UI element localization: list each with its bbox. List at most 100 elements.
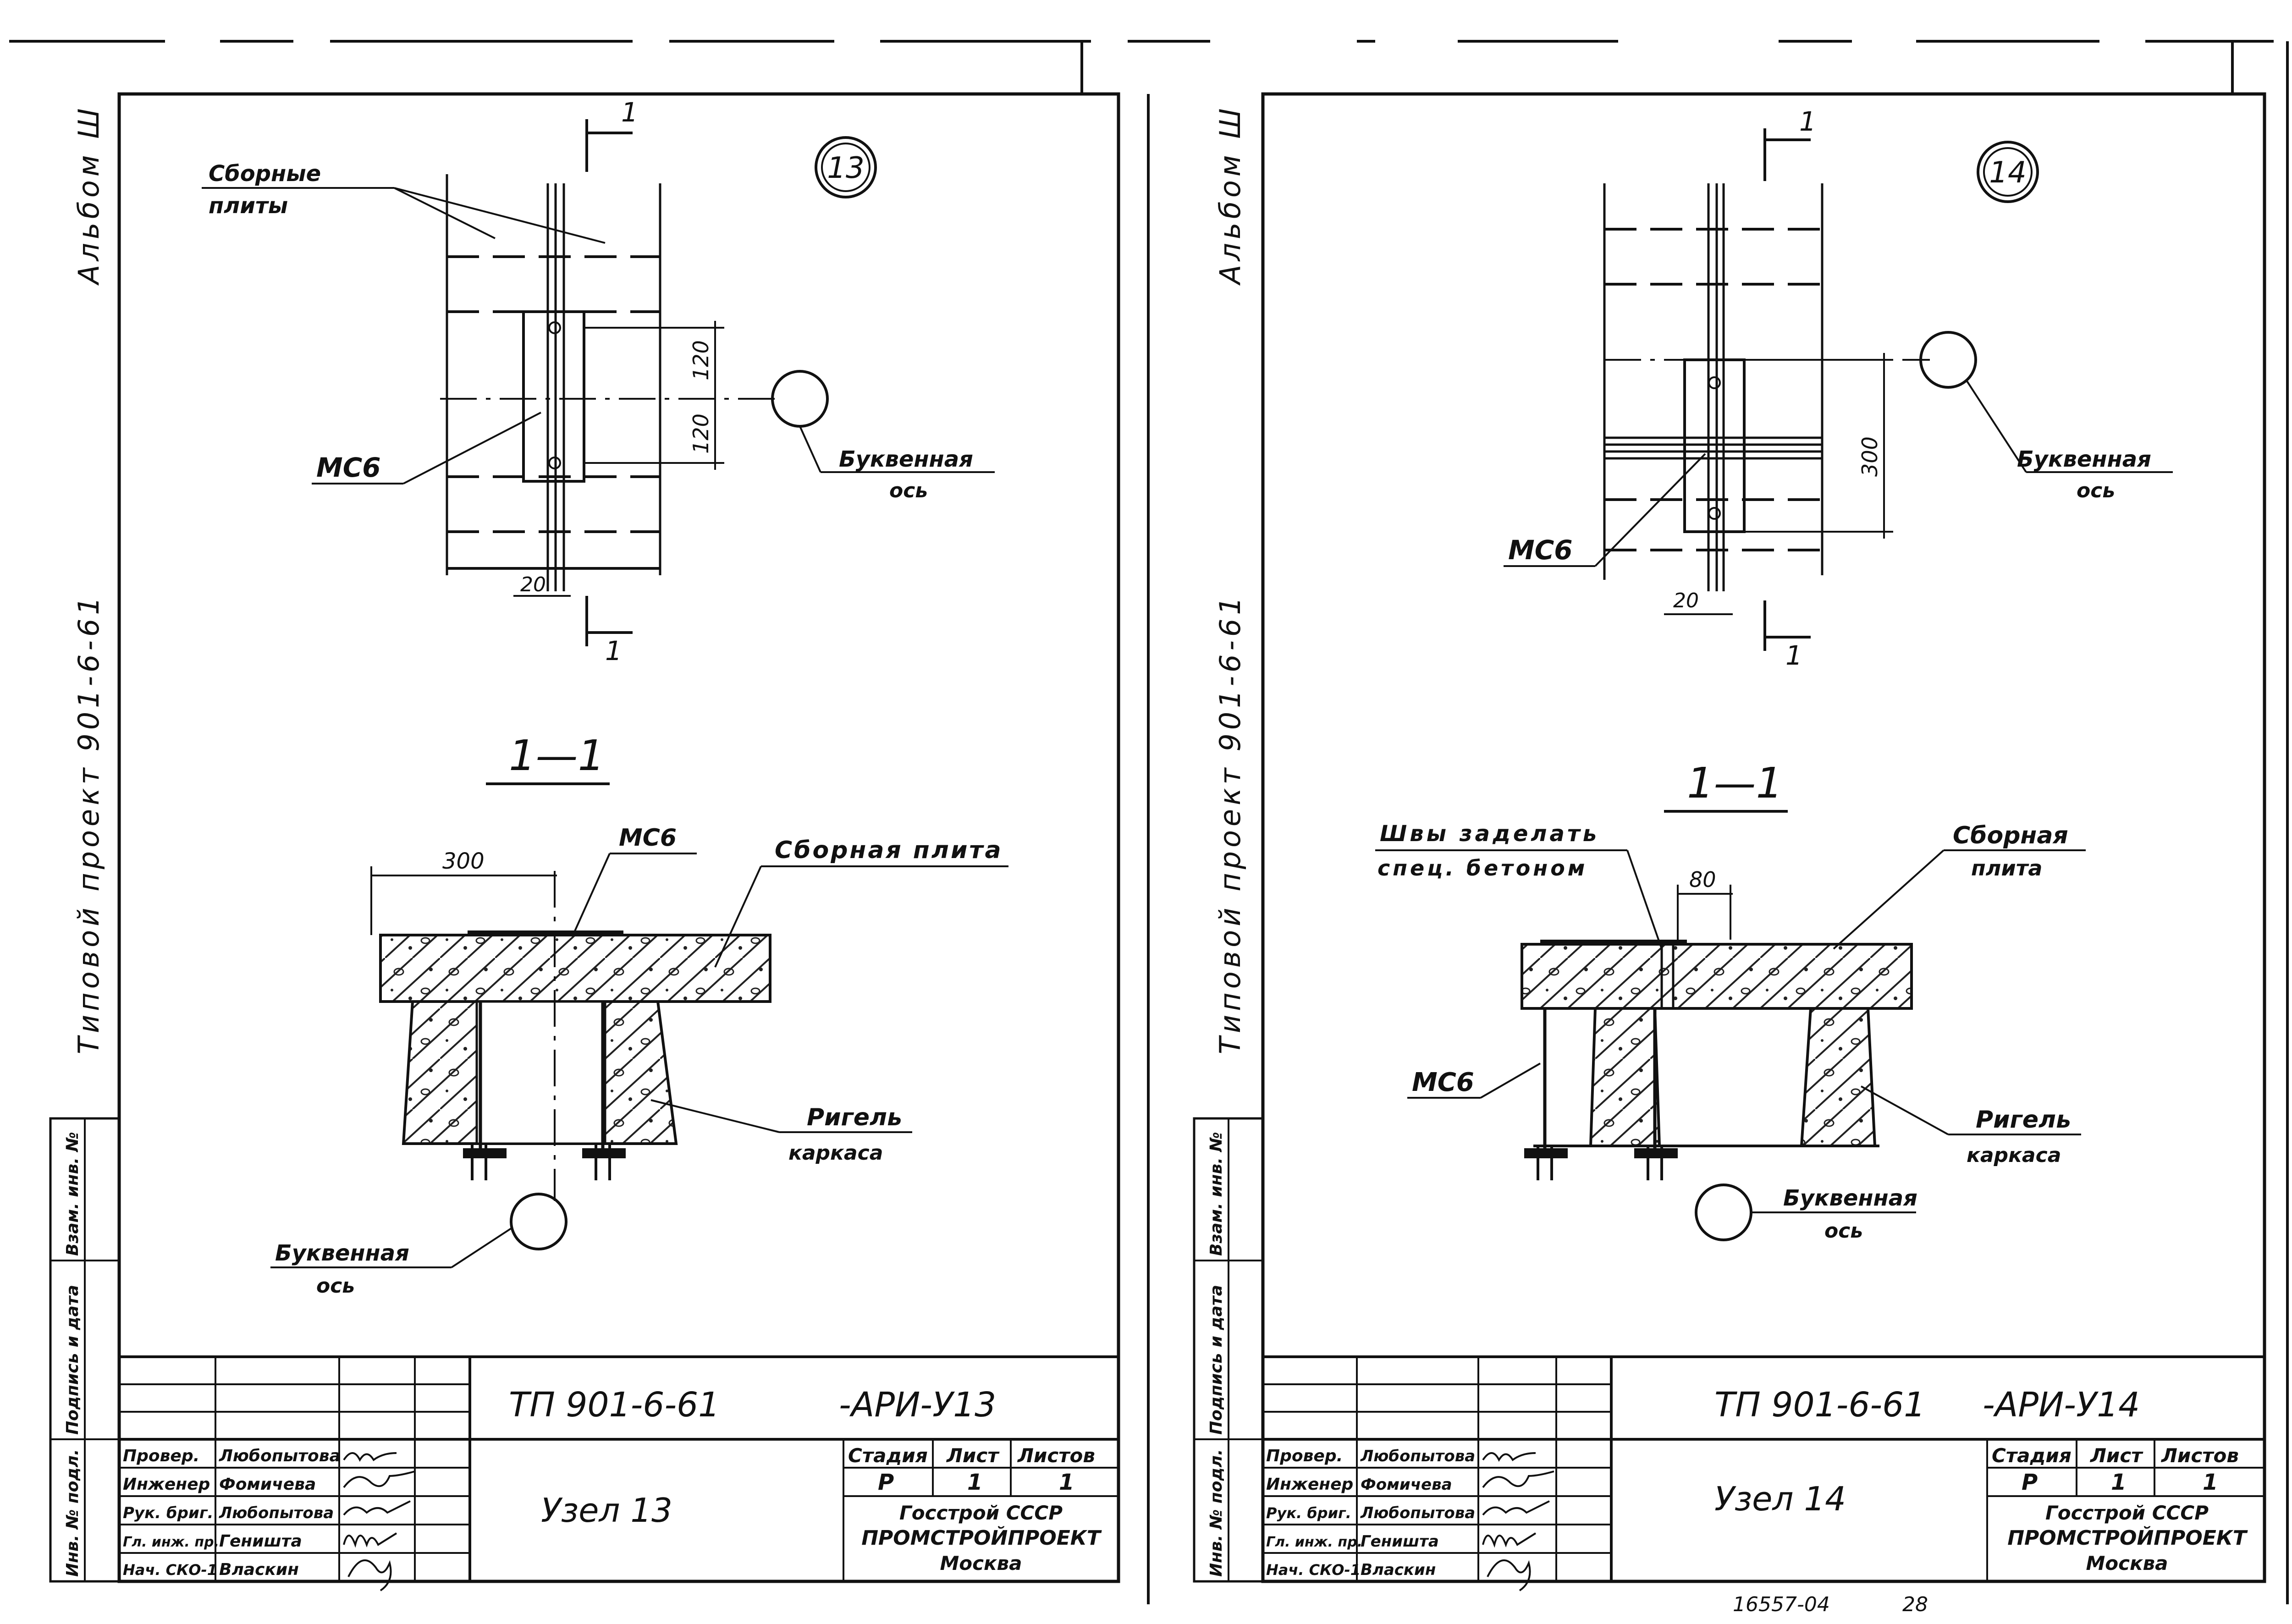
label-girder-2: каркаса — [1967, 1144, 2061, 1167]
title-block: ТП 901-6-61 -АРИ-У13 Узел 13 Стадия Лист… — [119, 1355, 1118, 1591]
label-slab: Сборная — [1953, 822, 2068, 849]
col-sheets: Листов — [1017, 1444, 1095, 1467]
val-sheets: 1 — [1059, 1470, 1074, 1495]
sheet-frame — [117, 92, 1120, 1583]
sheet-frame — [1261, 92, 2266, 1583]
label-axis-2: ось — [889, 479, 928, 502]
val-sheets: 1 — [2203, 1470, 2218, 1495]
col-sheet: Лист — [946, 1444, 1000, 1467]
node-number: 14 — [1989, 156, 2026, 190]
side-album: Альбом Ш — [72, 105, 105, 286]
label-axis-section: Буквенная — [1783, 1185, 1917, 1211]
label-girder: Ригель — [807, 1104, 902, 1131]
node-circle — [815, 136, 877, 198]
staff-role: Провер. — [1266, 1447, 1343, 1465]
staff-role: Инженер — [1266, 1475, 1353, 1494]
col-stage: Стадия — [848, 1444, 928, 1467]
embedded-plate — [1683, 358, 1746, 533]
val-stage: Р — [878, 1470, 894, 1495]
axis-bubble — [771, 370, 829, 428]
col-stage: Стадия — [1992, 1444, 2072, 1467]
dim-120-top: 120 — [689, 340, 713, 380]
stamp-signature: Подпись и дата — [1207, 1285, 1226, 1435]
staff-name: Любопытова — [219, 1504, 334, 1522]
doc-code: ТП 901-6-61 — [509, 1385, 720, 1425]
plan-view-14: 14 — [1504, 106, 2173, 671]
col-sheets: Листов — [2160, 1444, 2239, 1467]
val-sheet: 1 — [967, 1470, 982, 1495]
node-number: 13 — [827, 151, 864, 185]
section-mark-bottom: 1 — [1785, 640, 1802, 671]
top-edge-marks — [9, 40, 2289, 1604]
org-2: ПРОМСТРОЙПРОЕКТ — [2007, 1525, 2248, 1550]
label-axis: Буквенная — [2017, 446, 2151, 472]
side-title: Типовой проект 901-6-61 — [72, 593, 105, 1054]
dim-80: 80 — [1689, 867, 1716, 892]
sheet-left: Типовой проект 901-6-61 Альбом Ш Инв. № … — [49, 92, 1120, 1591]
section-title: 1—1 — [1687, 759, 1783, 808]
plan-view-13: 13 — [202, 97, 995, 666]
dim-20: 20 — [520, 573, 546, 596]
stamp-inv-no: Инв. № подл. — [63, 1449, 82, 1577]
node-circle — [1977, 141, 2039, 203]
section-view-14: 1—1 Швы заделать спец. бетоном 80 Сборна… — [1375, 759, 2086, 1243]
staff-name: Любопытова — [219, 1447, 341, 1465]
dim-120-bottom: 120 — [689, 413, 713, 454]
stamp-replacement: Взам. инв. № — [63, 1132, 82, 1256]
staff-role: Рук. бриг. — [1266, 1504, 1351, 1522]
dim-300-plan: 300 — [1857, 436, 1882, 477]
section-mark-top: 1 — [1799, 106, 1816, 137]
label-plates: Сборные — [209, 161, 321, 187]
axis-bubble-section — [510, 1193, 567, 1250]
staff-name: Любопытова — [1360, 1504, 1475, 1522]
org-3: Москва — [940, 1552, 1022, 1574]
dim-300: 300 — [442, 848, 485, 874]
label-ms6: МС6 — [1508, 534, 1573, 566]
stamp-replacement: Взам. инв. № — [1207, 1132, 1226, 1256]
signatures — [343, 1452, 415, 1591]
footer-page: 28 — [1902, 1593, 1928, 1616]
label-plates-2: плиты — [209, 193, 288, 219]
org-1: Госстрой СССР — [2045, 1502, 2209, 1524]
signatures — [1482, 1452, 1554, 1591]
label-axis-2: ось — [2077, 479, 2115, 502]
label-girder-2: каркаса — [788, 1141, 883, 1165]
label-axis: Буквенная — [839, 446, 973, 472]
label-ms6-section: МС6 — [619, 824, 677, 852]
staff-role: Гл. инж. пр. — [1266, 1534, 1362, 1550]
val-sheet: 1 — [2111, 1470, 2126, 1495]
section-view-13: 1—1 300 МС6 Сборная плит — [270, 731, 1008, 1298]
girder-left — [1589, 1007, 1661, 1147]
val-stage: Р — [2022, 1470, 2038, 1495]
staff-role: Нач. СКО-1 — [1266, 1561, 1361, 1579]
label-girder: Ригель — [1976, 1106, 2071, 1134]
staff-name: Фомичева — [1361, 1475, 1452, 1494]
label-seams-2: спец. бетоном — [1377, 856, 1587, 881]
sheet-title: Узел 13 — [541, 1491, 672, 1530]
label-slab-section: Сборная плита — [775, 837, 1003, 864]
staff-name: Геништа — [1361, 1532, 1439, 1551]
org-3: Москва — [2086, 1552, 2168, 1574]
stamp-signature: Подпись и дата — [63, 1285, 82, 1435]
label-slab-2: плита — [1971, 856, 2042, 881]
staff-role: Провер. — [123, 1447, 199, 1465]
label-axis-section: Буквенная — [275, 1240, 409, 1266]
staff-role: Инженер — [123, 1475, 210, 1494]
label-seams: Швы заделать — [1380, 821, 1599, 847]
staff-name: Власкин — [219, 1560, 299, 1579]
staff-name: Любопытова — [1360, 1447, 1475, 1465]
embedded-plate — [522, 310, 585, 483]
staff-name: Геништа — [219, 1532, 302, 1551]
dim-20: 20 — [1673, 589, 1699, 612]
sheet-right: Типовой проект 901-6-61 Альбом Ш Инв. № … — [1193, 92, 2266, 1616]
side-stamp: Типовой проект 901-6-61 Альбом Ш Инв. № … — [49, 105, 121, 1583]
footer-code: 16557-04 — [1733, 1593, 1830, 1616]
staff-role: Нач. СКО-1 — [123, 1561, 217, 1579]
doc-suffix: -АРИ-У13 — [839, 1385, 996, 1425]
side-title: Типовой проект 901-6-61 — [1213, 593, 1247, 1054]
label-ms6: МС6 — [316, 452, 381, 483]
label-axis-section-2: ось — [1824, 1219, 1863, 1243]
stamp-inv-no: Инв. № подл. — [1207, 1449, 1226, 1577]
precast-slab — [379, 934, 771, 1003]
